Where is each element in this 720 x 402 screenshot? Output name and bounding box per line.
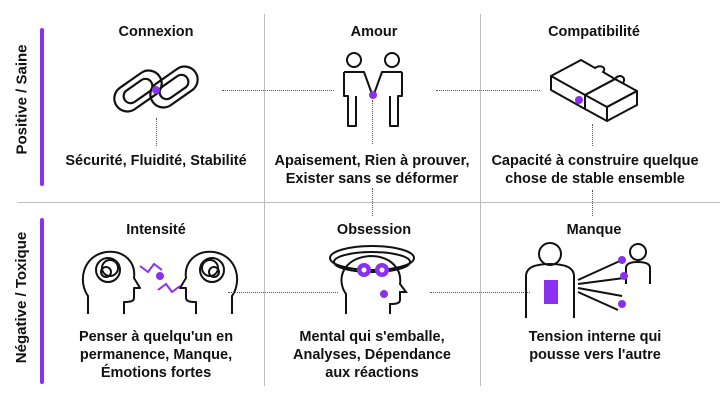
intensite-line-3: Émotions fortes (100, 365, 212, 381)
couple-holding-hands-icon (343, 52, 403, 127)
compatibilite-description: Capacité à construire quelque chose de s… (480, 152, 710, 188)
connexion-line-1: Sécurité, Fluidité, Stabilité (65, 153, 247, 169)
chain-link-icon (113, 65, 199, 113)
amour-connector (372, 100, 373, 144)
row-label-positive: Positive / Saine (0, 10, 44, 188)
obsession-line-3: aux réactions (325, 365, 419, 381)
column-divider-1 (264, 14, 265, 386)
connexion-description: Sécurité, Fluidité, Stabilité (41, 152, 271, 170)
two-heads-tangled-thoughts-icon (81, 250, 239, 314)
amour-description: Apaisement, Rien à prouver, Exister sans… (257, 152, 487, 188)
obsession-description: Mental qui s'emballe, Analyses, Dépendan… (257, 328, 487, 382)
compatibilite-line-2: chose de stable ensemble (505, 171, 685, 187)
compatibilite-line-1: Capacité à construire quelque (491, 153, 699, 169)
obsession-connector (430, 292, 530, 293)
manque-title: Manque (566, 222, 622, 238)
manque-description: Tension interne qui pousse vers l'autre (480, 328, 710, 364)
row-label-negative: Négative / Toxique (0, 205, 44, 390)
amour-line-2: Exister sans se déformer (285, 171, 459, 187)
column-divider-2 (480, 14, 481, 386)
obsession-line-2: Analyses, Dépendance (293, 347, 451, 363)
compatibilite-title: Compatibilité (548, 24, 640, 40)
amour-left-connector (222, 90, 334, 91)
row-link-right (592, 190, 593, 216)
row-accent-negative (40, 218, 44, 384)
obsession-title: Obsession (336, 222, 412, 238)
row-divider (18, 202, 720, 203)
row-accent-positive (40, 28, 44, 186)
row-link-center (372, 188, 373, 216)
puzzle-pieces-icon (550, 59, 638, 122)
intensite-description: Penser à quelqu'un en permanence, Manque… (41, 328, 271, 382)
intensite-line-2: permanence, Manque, (79, 347, 233, 363)
row-label-positive-text: Positive / Saine (13, 43, 31, 155)
manque-line-2: pousse vers l'autre (529, 347, 661, 363)
intensite-line-1: Penser à quelqu'un en (78, 329, 234, 345)
amour-line-1: Apaisement, Rien à prouver, (274, 153, 470, 169)
compatibilite-connector (592, 124, 593, 146)
obsession-line-1: Mental qui s'emballe, (299, 329, 445, 345)
amour-right-connector (436, 90, 540, 91)
connexion-title: Connexion (118, 24, 194, 40)
intensite-title: Intensité (126, 222, 186, 238)
amour-title: Amour (350, 24, 398, 40)
person-with-tension-icon (525, 242, 651, 318)
row-label-negative-text: Négative / Toxique (13, 231, 31, 364)
connexion-connector (156, 118, 157, 146)
intensite-connector (228, 292, 338, 293)
head-gears-icon (329, 245, 415, 314)
manque-line-1: Tension interne qui (528, 329, 662, 345)
